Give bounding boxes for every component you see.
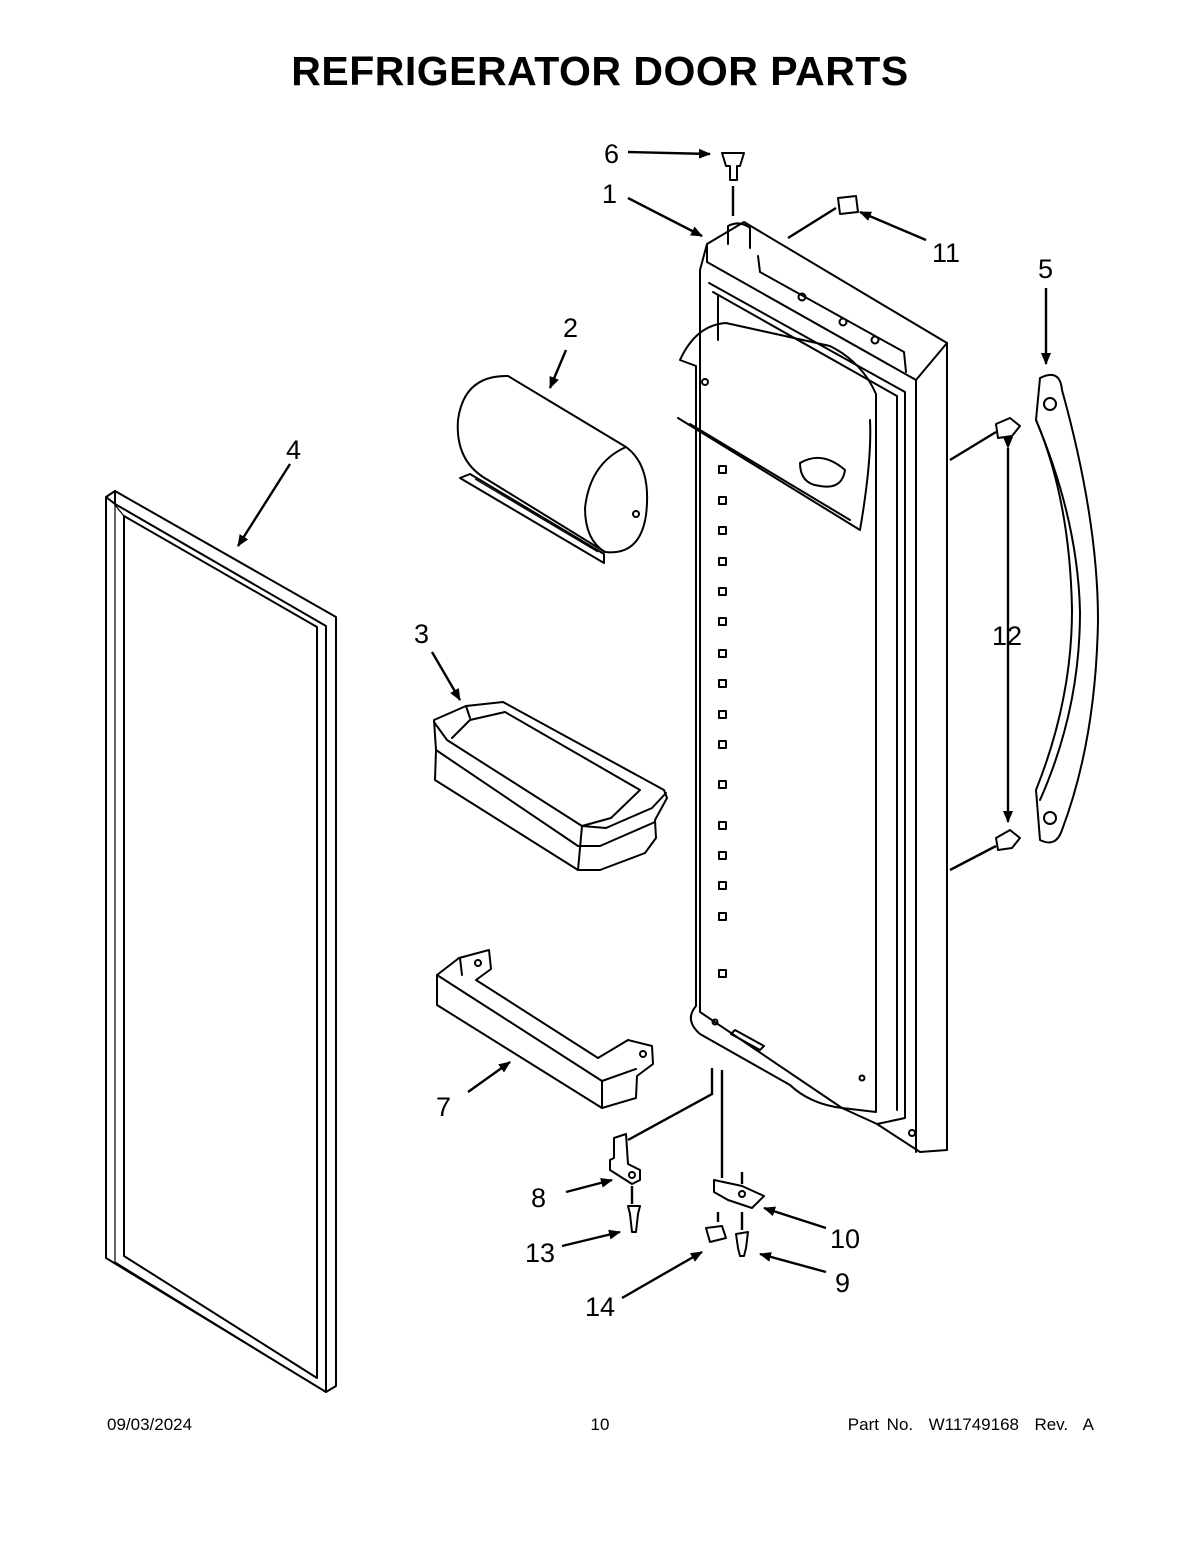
- hinge-screw-part: [627, 1205, 641, 1233]
- callout-10-arrow: [763, 1206, 827, 1230]
- top-hinge-bushing-part: [721, 152, 745, 181]
- door-closure-bracket-part: [713, 1179, 765, 1209]
- callout-6: 6: [604, 139, 619, 169]
- callout-10: 10: [830, 1224, 860, 1254]
- callout-6-arrow: [627, 148, 711, 159]
- callout-8: 8: [531, 1183, 546, 1213]
- footer-page-number: 10: [590, 1415, 610, 1434]
- callout-9: 9: [835, 1268, 850, 1298]
- callout-5: 5: [1038, 254, 1053, 284]
- door-bin-part: [433, 701, 668, 871]
- callout-2-arrow: [548, 349, 568, 389]
- callout-1: 1: [602, 179, 617, 209]
- callout-8-arrow: [565, 1177, 613, 1194]
- lower-hinge-part: [609, 1133, 641, 1185]
- closure-screw-part: [735, 1231, 749, 1257]
- callout-3-arrow: [430, 651, 462, 701]
- callout-4-arrow: [236, 463, 292, 547]
- door-handle-part: [1035, 374, 1099, 844]
- page-title: REFRIGERATOR DOOR PARTS: [291, 48, 909, 94]
- callout-14: 14: [585, 1292, 615, 1322]
- callout-4: 4: [286, 435, 301, 465]
- callout-13-arrow: [561, 1229, 621, 1248]
- callout-3: 3: [414, 619, 429, 649]
- door-shelf-part: [436, 949, 654, 1109]
- callout-7-arrow: [467, 1061, 511, 1093]
- door-gasket-part: [105, 490, 337, 1393]
- callout-1-arrow: [627, 196, 703, 238]
- dairy-door-part: [456, 374, 649, 564]
- callout-2: 2: [563, 313, 578, 343]
- callout-13: 13: [525, 1238, 555, 1268]
- callout-12: 12: [992, 621, 1022, 651]
- handle-screw-lower: [995, 829, 1021, 851]
- door-stop-part: [705, 1225, 727, 1243]
- callout-9-arrow: [759, 1252, 827, 1274]
- door-assembly-part: [677, 221, 948, 1153]
- callout-7: 7: [436, 1092, 451, 1122]
- callout-14-arrow: [621, 1250, 703, 1300]
- footer-part-number: Part No. W11749168 Rev. A: [847, 1415, 1094, 1434]
- door-label-part: [837, 195, 859, 215]
- handle-screw-upper: [995, 417, 1021, 439]
- callout-11-arrow: [859, 210, 927, 242]
- callout-11: 11: [932, 238, 960, 268]
- footer-date: 09/03/2024: [107, 1415, 193, 1434]
